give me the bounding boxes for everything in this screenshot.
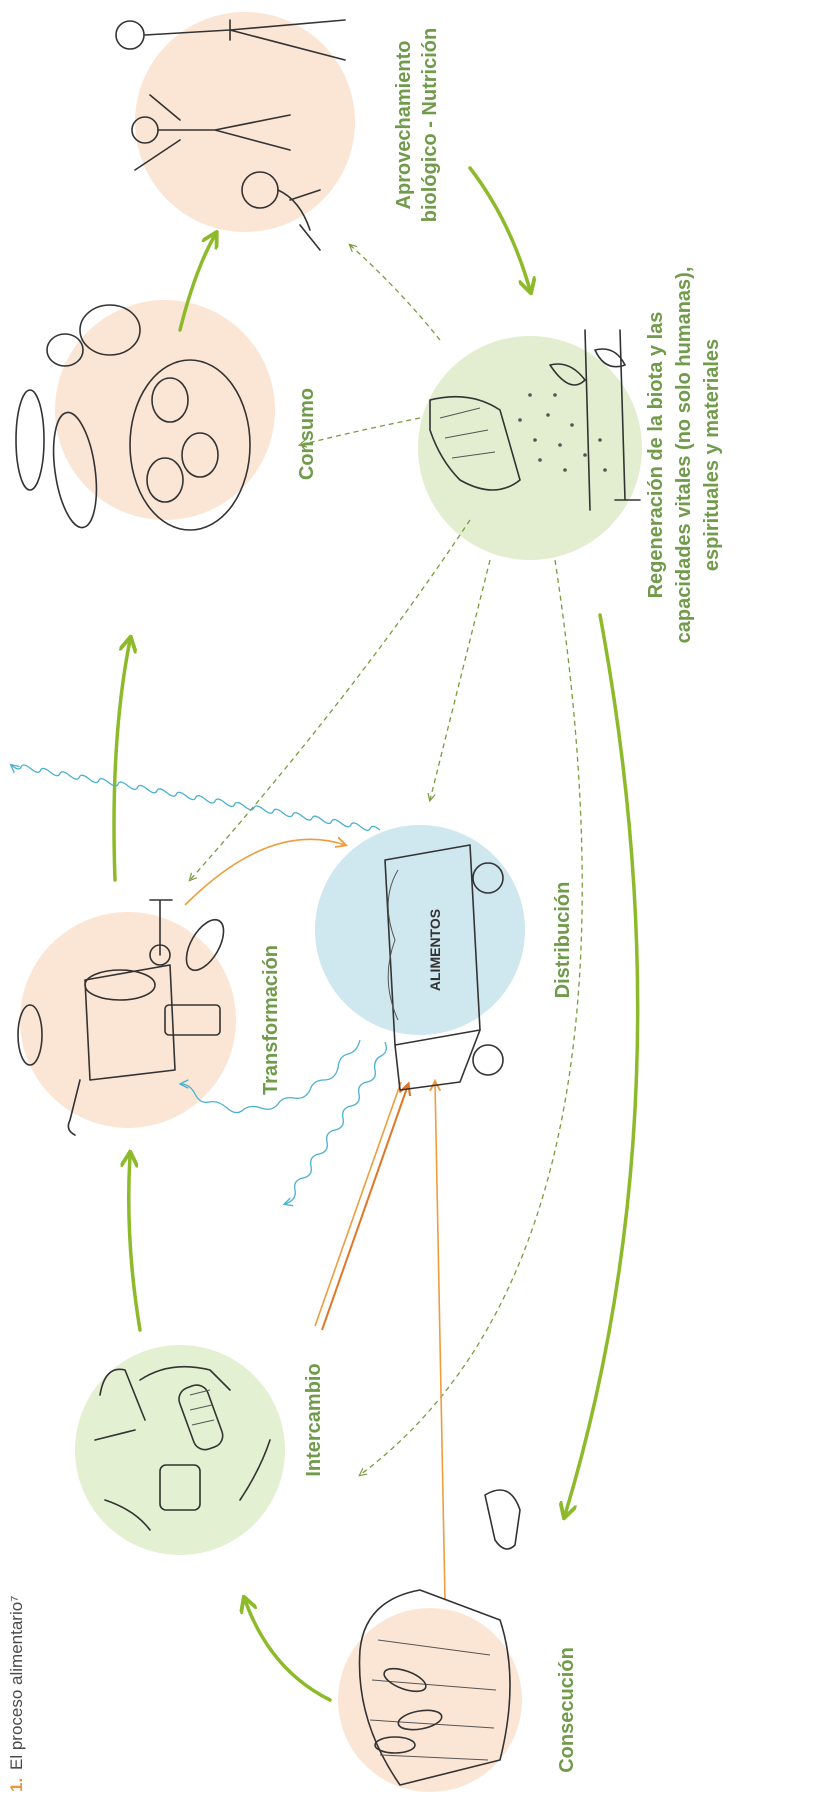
- label-regeneracion-line-3: espirituales y materiales: [701, 339, 723, 571]
- arrow-regeneracion-to-consecucion: [565, 613, 640, 1515]
- caption-number: 1.: [7, 1778, 26, 1792]
- dashed-regen-to-aprovechamiento: [350, 245, 441, 341]
- intercambio-circle: [75, 1345, 285, 1555]
- label-transformacion: Transformación: [260, 945, 282, 1095]
- grain-mill-icon: [17, 899, 225, 1136]
- aprovechamiento-circle: [135, 12, 355, 232]
- label-aprovechamiento-line-2: biológico - Nutrición: [419, 28, 441, 222]
- label-consecucion: Consecución: [556, 1647, 578, 1773]
- truck-sign: ALIMENTOS: [427, 909, 443, 991]
- label-consumo: Consumo: [296, 388, 318, 480]
- basket-of-produce-icon: [358, 1489, 521, 1786]
- orange-consecucion-to-distribucion: [435, 1082, 446, 1601]
- consecucion-circle: [338, 1608, 522, 1792]
- caption-text: El proceso alimentario⁷: [7, 1596, 26, 1770]
- transformacion-circle: [20, 912, 236, 1128]
- dashed-regen-to-distribucion: [430, 559, 491, 800]
- food-truck-icon: ALIMENTOS: [384, 844, 504, 1091]
- label-aprovechamiento-line-1: Aprovechamiento: [393, 41, 415, 210]
- label-distribucion: Distribución: [552, 882, 574, 999]
- figure-caption: 1. El proceso alimentario⁷: [7, 1596, 26, 1792]
- arrow-consecucion-to-intercambio: [245, 1600, 332, 1702]
- orange-intercambio-to-distribucion-b: [314, 1081, 402, 1327]
- arrow-transformacion-to-consumo: [112, 640, 130, 882]
- arrow-aprovechamiento-to-regeneracion: [468, 166, 530, 290]
- bread-and-dishes-icon: [15, 304, 251, 531]
- wavy-distribucion-to-intercambio: [285, 1041, 387, 1204]
- hand-sowing-seeds-icon: [429, 329, 641, 511]
- dashed-regen-to-consumo: [300, 417, 421, 445]
- orange-transformacion-to-distribucion: [184, 839, 345, 906]
- label-regeneracion-line-1: Regeneración de la biota y las: [645, 312, 667, 599]
- hands-exchanging-food-icon: [94, 1365, 271, 1531]
- distribucion-circle: [315, 825, 525, 1035]
- label-intercambio: Intercambio: [303, 1363, 325, 1476]
- family-people-icon: [115, 19, 346, 251]
- dashed-regen-to-intercambio: [360, 559, 583, 1475]
- arrow-intercambio-to-transformacion: [129, 1155, 142, 1332]
- wavy-distribucion-to-consumo: [11, 683, 381, 831]
- arrow-consumo-to-aprovechamiento: [178, 235, 215, 332]
- label-regeneracion-line-2: capacidades vitales (no solo humanas),: [673, 267, 695, 644]
- regeneracion-circle: [418, 336, 642, 560]
- dashed-regen-to-transformacion: [190, 519, 471, 880]
- orange-intercambio-to-distribucion-a: [321, 1085, 408, 1331]
- wavy-distribucion-to-transformacion: [181, 1039, 361, 1114]
